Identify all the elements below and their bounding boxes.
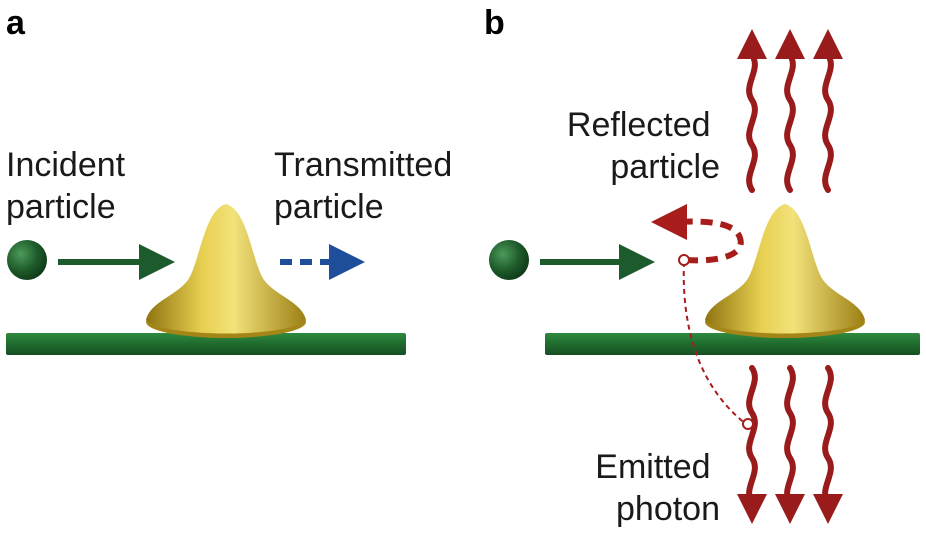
incident-label-line1: Incident	[6, 146, 126, 184]
emitted-label-line2: photon	[616, 490, 720, 528]
interaction-point	[678, 254, 690, 266]
reflected-arrow	[651, 204, 744, 264]
rail-a	[6, 333, 406, 355]
emitted-photons	[737, 365, 843, 524]
reflected-photons	[737, 29, 843, 193]
incident-label-line2: particle	[6, 188, 116, 226]
panel-b-label: b	[484, 4, 505, 42]
photon-up-1	[737, 29, 767, 193]
panel-a: a Incident particle Transmitted particle	[6, 4, 462, 355]
transmitted-label-line2: particle	[274, 188, 384, 226]
incident-particle-b	[489, 240, 529, 280]
panel-a-label: a	[6, 4, 26, 42]
emitted-photon-label: Emitted photon	[595, 448, 720, 528]
panel-b: b Reflected particle Emitted photon	[484, 4, 920, 528]
photon-down-3	[813, 365, 843, 524]
reflected-label-line2: particle	[610, 148, 720, 186]
photon-up-3	[813, 29, 843, 193]
emitted-label-line1: Emitted	[595, 448, 710, 486]
incident-particle-a	[7, 240, 47, 280]
photon-down-2	[775, 365, 805, 524]
transmitted-label-line1: Transmitted	[274, 146, 452, 184]
photon-up-2	[775, 29, 805, 193]
reflected-particle-label: Reflected particle	[567, 106, 720, 186]
incident-particle-label: Incident particle	[6, 146, 135, 226]
emission-path	[682, 261, 747, 425]
barrier-a	[146, 204, 306, 338]
photon-down-1	[737, 365, 767, 524]
transmitted-particle-label: Transmitted particle	[274, 146, 462, 226]
reflected-label-line1: Reflected	[567, 106, 711, 144]
emission-point	[742, 418, 754, 430]
rail-b	[545, 333, 920, 355]
barrier-b	[705, 204, 865, 338]
